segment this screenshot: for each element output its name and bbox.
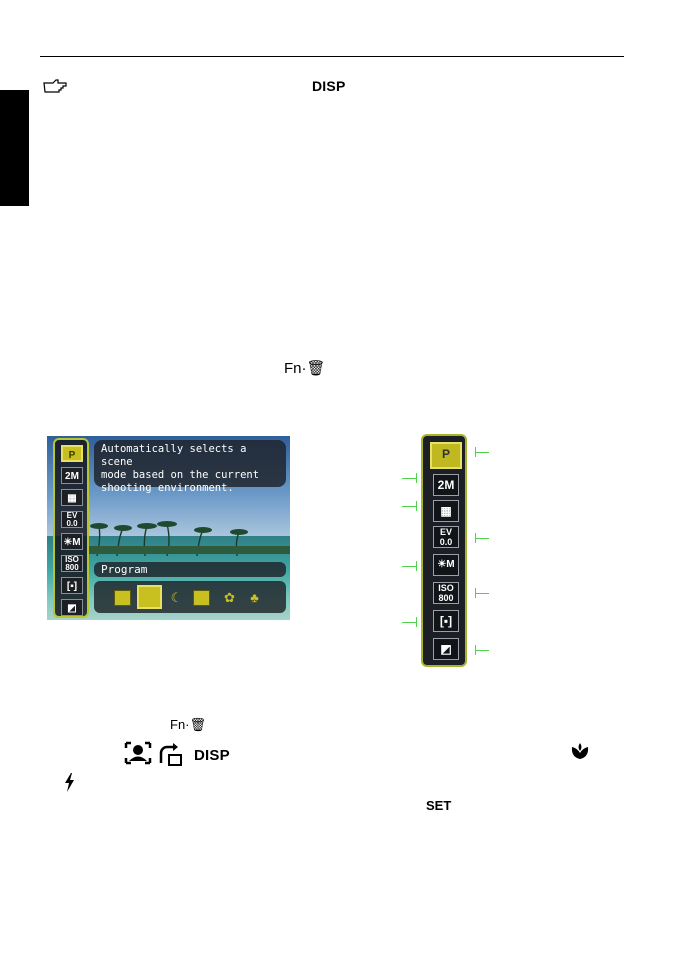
lcd-tooltip: Automatically selects a scene mode based… — [94, 440, 286, 494]
flash-icon — [65, 773, 74, 792]
leader-line — [475, 533, 476, 543]
lcd-white-balance-icon[interactable]: ☀M — [61, 533, 83, 550]
palm-trees — [87, 521, 290, 556]
portrait-mode-icon[interactable]: ✿ — [224, 590, 235, 605]
menu-metering-icon[interactable]: [▪] — [433, 610, 459, 632]
header-rule — [40, 56, 624, 57]
leader-line — [416, 473, 417, 483]
face-detect-icon — [124, 741, 152, 765]
lcd-resolution-icon[interactable]: 2M — [61, 467, 83, 484]
lcd-metering-icon[interactable]: [▪] — [61, 577, 83, 594]
set-key-label: SET — [426, 798, 452, 813]
lcd-color-icon[interactable]: ◩ — [61, 599, 83, 616]
menu-color-icon[interactable]: ◩ — [433, 638, 459, 660]
manual-mode-icon[interactable] — [193, 590, 210, 606]
auto-mode-icon[interactable] — [114, 590, 131, 606]
leader-line — [475, 588, 476, 598]
menu-quality-icon[interactable]: ▦ — [433, 500, 459, 522]
lcd-mode-name: Program — [94, 562, 286, 577]
disp-key-label-2: DISP — [194, 747, 230, 764]
leader-line — [402, 506, 416, 507]
tooltip-line: Automatically selects a scene — [101, 443, 247, 468]
tooltip-line: mode based on the current — [101, 469, 260, 481]
lcd-function-menu: P 2M ▦ EV 0.0 ☀M ISO 800 [▪] ◩ — [53, 438, 89, 618]
lcd-mode-strip: ☾ ✿ ♣ — [94, 581, 286, 613]
sport-mode-icon[interactable]: ♣ — [250, 590, 259, 605]
tooltip-line: shooting environment. — [101, 482, 234, 494]
leader-line — [475, 593, 489, 594]
menu-resolution-icon[interactable]: 2M — [433, 474, 459, 496]
lcd-ev-icon[interactable]: EV 0.0 — [61, 511, 83, 528]
leader-line — [475, 538, 489, 539]
menu-iso-icon[interactable]: ISO 800 — [433, 582, 459, 604]
program-mode-icon[interactable] — [137, 585, 162, 609]
lcd-screen-image: P 2M ▦ EV 0.0 ☀M ISO 800 [▪] ◩ Automatic… — [47, 436, 290, 620]
menu-white-balance-icon[interactable]: ☀M — [433, 554, 459, 576]
leader-line — [475, 645, 476, 655]
leader-line — [402, 478, 416, 479]
leader-line — [416, 561, 417, 571]
macro-flower-icon — [571, 743, 589, 759]
disp-key-label: DISP — [312, 78, 346, 94]
leader-line — [475, 452, 489, 453]
leader-line — [475, 650, 489, 651]
leader-line — [416, 617, 417, 627]
lcd-iso-icon[interactable]: ISO 800 — [61, 555, 83, 572]
lcd-quality-icon[interactable]: ▦ — [61, 489, 83, 506]
rotate-icon — [159, 743, 182, 766]
menu-mode-icon[interactable]: P — [430, 442, 462, 469]
menu-ev-icon[interactable]: EV 0.0 — [433, 526, 459, 548]
fn-delete-key-label: Fn·🗑 — [284, 360, 326, 377]
function-menu-diagram: P 2M ▦ EV 0.0 ☀M ISO 800 [▪] ◩ — [421, 434, 467, 667]
leader-line — [402, 622, 416, 623]
hand-pointer-icon — [43, 79, 67, 93]
leader-line — [475, 447, 476, 457]
language-tab — [0, 90, 29, 206]
lcd-mode-icon[interactable]: P — [61, 445, 83, 462]
fn-delete-key-label-2: Fn·🗑 — [170, 717, 207, 732]
leader-line — [402, 566, 416, 567]
leader-line — [416, 501, 417, 511]
night-mode-icon[interactable]: ☾ — [170, 590, 183, 605]
